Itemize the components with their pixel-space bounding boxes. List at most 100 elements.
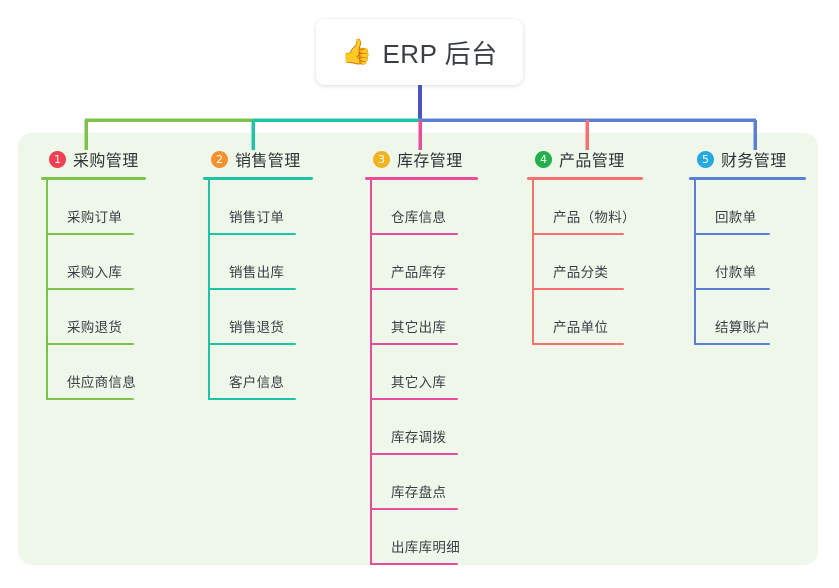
branch-stem-4 [532, 180, 534, 345]
leaf-rule [370, 343, 458, 345]
leaf-label: 产品分类 [553, 265, 609, 280]
branch-badge-2: 2 [211, 150, 228, 168]
branch-5[interactable]: 5 财务管理回款单付款单结算账户 [689, 146, 806, 345]
leaf-node[interactable]: 采购订单 [41, 180, 146, 235]
leaf-node[interactable]: 回款单 [689, 180, 806, 235]
leaf-rule [208, 343, 296, 345]
leaf-node[interactable]: 销售订单 [203, 180, 313, 235]
leaf-rule [694, 343, 770, 345]
leaf-label: 销售订单 [229, 210, 285, 225]
branch-header-5[interactable]: 5 财务管理 [689, 146, 806, 172]
branch-4[interactable]: 4 产品管理产品（物料） 产品分类产品单位 [527, 146, 643, 345]
branch-header-2[interactable]: 2 销售管理 [203, 146, 313, 172]
leaf-node[interactable]: 结算账户 [689, 290, 806, 345]
leaf-node[interactable]: 销售退货 [203, 290, 313, 345]
leaf-label: 产品单位 [553, 320, 609, 335]
branch-header-4[interactable]: 4 产品管理 [527, 146, 643, 172]
leaf-node[interactable]: 产品分类 [527, 235, 643, 290]
leaf-label: 采购退货 [67, 320, 123, 335]
leaf-node[interactable]: 产品单位 [527, 290, 643, 345]
branch-rule-2 [203, 177, 313, 180]
leaf-list-5: 回款单付款单结算账户 [689, 180, 806, 345]
leaf-label: 销售退货 [229, 320, 285, 335]
leaf-rule [370, 288, 458, 290]
leaf-rule [370, 508, 458, 510]
branch-rule-1 [41, 177, 146, 180]
root-node[interactable]: 👍 ERP 后台 [316, 19, 523, 85]
leaf-node[interactable]: 产品（物料） [527, 180, 643, 235]
branch-badge-3: 3 [373, 150, 390, 168]
leaf-node[interactable]: 其它出库 [365, 290, 478, 345]
branch-title-5: 财务管理 [721, 153, 787, 170]
leaf-rule [370, 233, 458, 235]
leaf-rule [370, 398, 458, 400]
leaf-list-4: 产品（物料） 产品分类产品单位 [527, 180, 643, 345]
leaf-rule [46, 398, 134, 400]
leaf-label: 采购订单 [67, 210, 123, 225]
leaf-label: 结算账户 [715, 320, 771, 335]
leaf-rule [370, 453, 458, 455]
branch-header-3[interactable]: 3 库存管理 [365, 146, 478, 172]
leaf-label: 其它出库 [391, 320, 447, 335]
leaf-node[interactable]: 出库库明细 [365, 510, 478, 565]
leaf-label: 仓库信息 [391, 210, 447, 225]
branch-stem-3 [370, 180, 372, 565]
leaf-node[interactable]: 付款单 [689, 235, 806, 290]
leaf-node[interactable]: 客户信息 [203, 345, 313, 400]
leaf-rule [532, 288, 624, 290]
leaf-node[interactable]: 采购入库 [41, 235, 146, 290]
branch-badge-4: 4 [535, 150, 552, 168]
leaf-node[interactable]: 销售出库 [203, 235, 313, 290]
leaf-label: 库存盘点 [391, 485, 447, 500]
leaf-label: 库存调拨 [391, 430, 447, 445]
branch-stem-2 [208, 180, 210, 400]
leaf-rule [370, 563, 458, 565]
leaf-node[interactable]: 库存盘点 [365, 455, 478, 510]
leaf-list-2: 销售订单销售出库销售退货客户信息 [203, 180, 313, 400]
leaf-rule [208, 288, 296, 290]
branch-badge-5: 5 [697, 150, 714, 168]
leaf-node[interactable]: 库存调拨 [365, 400, 478, 455]
leaf-label: 销售出库 [229, 265, 285, 280]
branch-rule-3 [365, 177, 478, 180]
leaf-node[interactable]: 产品库存 [365, 235, 478, 290]
leaf-label: 采购入库 [67, 265, 123, 280]
leaf-list-3: 仓库信息产品库存其它出库其它入库库存调拨库存盘点出库库明细 [365, 180, 478, 565]
thumbs-up-icon: 👍 [341, 37, 373, 66]
branch-rule-5 [689, 177, 806, 180]
branch-2[interactable]: 2 销售管理销售订单销售出库销售退货客户信息 [203, 146, 313, 400]
branch-title-4: 产品管理 [559, 153, 625, 170]
branch-stem-5 [694, 180, 696, 345]
leaf-node[interactable]: 供应商信息 [41, 345, 146, 400]
leaf-list-1: 采购订单采购入库采购退货供应商信息 [41, 180, 146, 400]
leaf-label: 付款单 [715, 265, 757, 280]
branch-3[interactable]: 3 库存管理仓库信息产品库存其它出库其它入库库存调拨库存盘点出库库明细 [365, 146, 478, 565]
branch-stem-1 [46, 180, 48, 400]
leaf-label: 其它入库 [391, 375, 447, 390]
leaf-rule [46, 343, 134, 345]
leaf-rule [694, 288, 770, 290]
leaf-rule [46, 288, 134, 290]
leaf-rule [46, 233, 134, 235]
branch-badge-1: 1 [49, 150, 66, 168]
branch-title-3: 库存管理 [397, 153, 463, 170]
leaf-node[interactable]: 采购退货 [41, 290, 146, 345]
branch-rule-4 [527, 177, 643, 180]
leaf-label: 供应商信息 [67, 375, 136, 390]
leaf-rule [694, 233, 770, 235]
leaf-label: 回款单 [715, 210, 757, 225]
branch-title-2: 销售管理 [235, 153, 301, 170]
leaf-rule [208, 398, 296, 400]
leaf-rule [208, 233, 296, 235]
leaf-node[interactable]: 其它入库 [365, 345, 478, 400]
leaf-rule [532, 343, 624, 345]
leaf-rule [532, 233, 624, 235]
leaf-label: 出库库明细 [391, 540, 460, 555]
leaf-node[interactable]: 仓库信息 [365, 180, 478, 235]
leaf-label: 产品（物料） [553, 210, 636, 225]
diagram-background-panel [18, 133, 818, 565]
root-node-label: ERP 后台 [382, 38, 498, 69]
